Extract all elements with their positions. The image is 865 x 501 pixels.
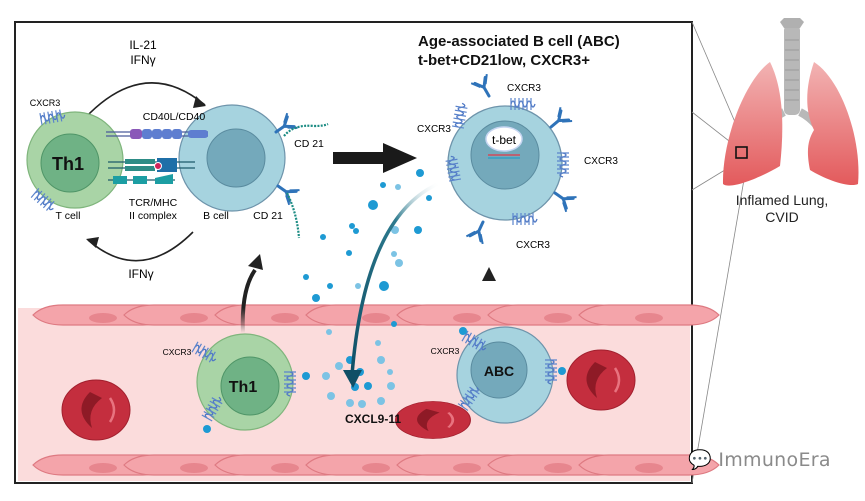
lung-caption-line1: Inflamed Lung, xyxy=(736,192,829,208)
cxcl9-11-label: CXCL9-11 xyxy=(345,412,401,426)
chemokine-particles xyxy=(303,169,432,408)
red-blood-cell xyxy=(565,348,637,412)
endothelium-top xyxy=(32,304,720,326)
signal-ifng-label: IFNγ xyxy=(130,53,155,67)
th1-cell-vessel: Th1 CXCR3 xyxy=(163,333,310,433)
cxcr3-label: CXCR3 xyxy=(431,346,460,356)
abc-vessel-label: ABC xyxy=(484,363,514,379)
migration-arrow-th1 xyxy=(240,254,263,334)
red-blood-cell xyxy=(394,400,472,440)
cxcr3-label: CXCR3 xyxy=(584,156,618,167)
left-lung xyxy=(722,62,783,186)
zoom-region-box xyxy=(735,146,748,159)
watermark: 💬 ImmunoEra xyxy=(688,448,831,471)
curved-arrow-top xyxy=(84,82,206,119)
signal-il21-label: IL-21 xyxy=(129,38,157,52)
differentiation-arrow xyxy=(333,143,417,173)
blood-vessel xyxy=(18,304,720,481)
zoom-guide-lines xyxy=(691,21,748,484)
cd21-label-top: CD 21 xyxy=(294,138,324,150)
cd21-label-bottom: CD 21 xyxy=(253,210,283,222)
cxcr3-label: CXCR3 xyxy=(30,98,61,108)
tcr-mhc-complex xyxy=(108,158,195,184)
b-cell-label: B cell xyxy=(203,210,229,222)
cxcr3-receptor xyxy=(512,212,538,226)
migration-arrow-abc xyxy=(482,267,496,330)
red-blood-cell xyxy=(60,378,132,442)
endothelium-bottom xyxy=(32,454,720,476)
cd40-label: CD40L/CD40 xyxy=(143,111,206,123)
chemokine-gradient-arrow xyxy=(343,181,441,388)
abc-cell-vessel: ABC CXCR3 xyxy=(431,326,566,424)
figure-title-line1: Age-associated B cell (ABC) xyxy=(418,33,620,50)
t-cell-b-cell-interaction: IL-21 IFNγ IFNγ Th1 T cell CXCR3 B cell … xyxy=(26,38,329,281)
watermark-text: ImmunoEra xyxy=(718,449,831,471)
signal-ifng-bottom-label: IFNγ xyxy=(128,267,153,281)
wechat-icon: 💬 xyxy=(688,449,712,471)
tcr-mhc-label-line1: TCR/MHC xyxy=(129,197,178,209)
th1-label: Th1 xyxy=(52,154,84,174)
cd21-chain xyxy=(283,122,329,137)
lung-caption-line2: CVID xyxy=(765,209,798,225)
cxcr3-label: CXCR3 xyxy=(163,347,192,357)
curved-arrow-bottom xyxy=(87,231,194,262)
tcr-mhc-label-line2: II complex xyxy=(129,210,178,222)
abc-cell-detail: t-bet CXCR3 CXCR3 CXCR3 CXCR3 xyxy=(417,72,618,251)
cd40l-cd40-complex xyxy=(106,129,208,139)
t-cell-label: T cell xyxy=(56,210,81,222)
t-bet-protein xyxy=(485,126,523,152)
th1-vessel-label: Th1 xyxy=(229,379,258,396)
cxcr3-label: CXCR3 xyxy=(516,240,550,251)
right-lung xyxy=(807,62,859,186)
inflamed-lung-illustration: Inflamed Lung, CVID xyxy=(722,18,859,225)
t-bet-label: t-bet xyxy=(492,133,517,147)
figure-title-line2: t-bet+CD21low, CXCR3+ xyxy=(418,52,590,69)
cxcr3-label: CXCR3 xyxy=(507,83,541,94)
cxcr3-receptor xyxy=(510,97,536,111)
cxcr3-label: CXCR3 xyxy=(417,124,451,135)
cd21-chain xyxy=(286,192,301,239)
cxcr3-receptor xyxy=(556,152,570,178)
